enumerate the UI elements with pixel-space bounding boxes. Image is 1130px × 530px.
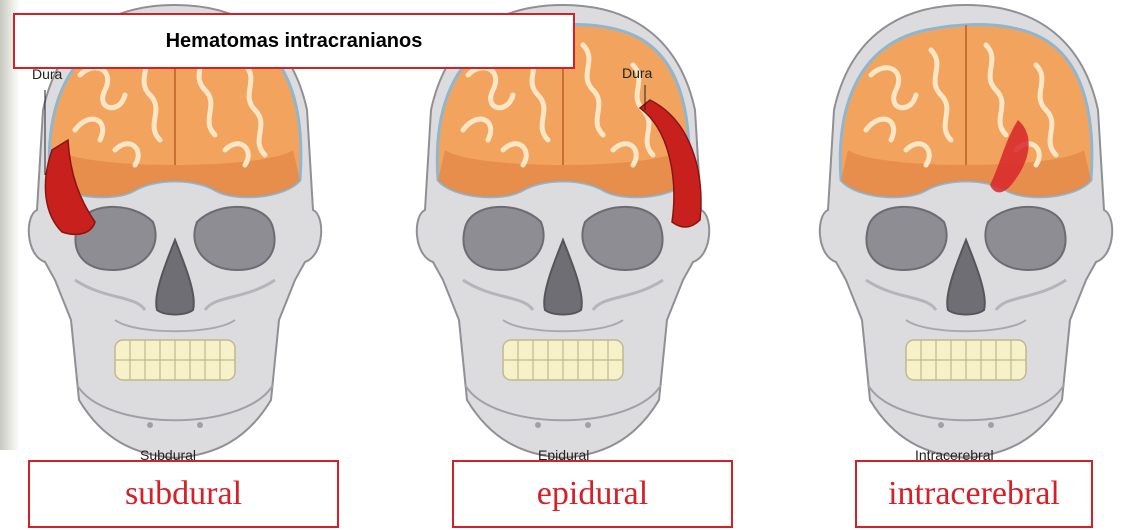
caption-box-epidural: epidural [452,460,733,528]
page-title: Hematomas intracranianos [166,30,423,53]
caption-box-subdural: subdural [28,460,339,528]
caption-epidural: epidural [537,475,648,513]
title-box: Hematomas intracranianos [13,13,575,69]
caption-subdural: subdural [125,475,242,513]
skull-epidural [417,5,709,458]
caption-intracerebral: intracerebral [888,475,1060,513]
dura-label-middle: Dura [622,65,652,81]
caption-box-intracerebral: intracerebral [855,460,1093,528]
skull-intracerebral [820,5,1112,458]
